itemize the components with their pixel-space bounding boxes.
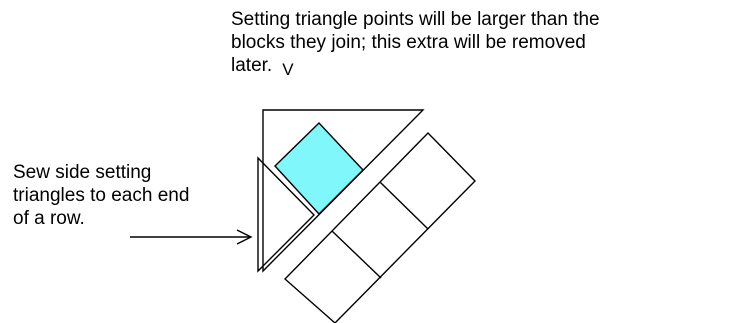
- top-note-line-1: Setting triangle points will be larger t…: [231, 9, 600, 30]
- left-note-line-1: Sew side setting: [13, 162, 152, 183]
- top-note-line-2: blocks they join; this extra will be rem…: [231, 32, 586, 53]
- top-note-line-3-text: later.: [231, 55, 273, 76]
- block-divider-1: [331, 230, 382, 279]
- side-setting-triangle: [257, 156, 315, 273]
- down-arrow-marker: V: [282, 60, 294, 79]
- top-note: Setting triangle points will be larger t…: [231, 8, 600, 79]
- left-note: Sew side setting triangles to each end o…: [13, 161, 189, 230]
- left-note-line-2: triangles to each end: [13, 185, 190, 206]
- highlighted-block: [274, 121, 364, 216]
- top-note-line-3: later. V: [231, 54, 600, 79]
- arrow-head: [236, 229, 253, 245]
- block-divider-2: [379, 181, 429, 230]
- left-note-line-3: of a row.: [13, 208, 85, 229]
